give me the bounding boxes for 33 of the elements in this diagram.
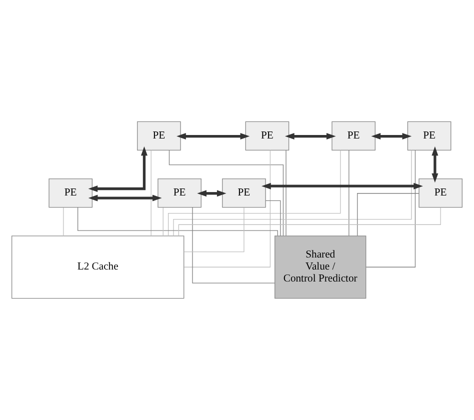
arrow [262, 182, 423, 190]
connector [348, 150, 350, 236]
connector [184, 150, 271, 268]
node-box: Shared Value / Control Predictor [274, 236, 366, 299]
connector [184, 207, 244, 252]
connector [265, 200, 281, 236]
connector [168, 150, 284, 236]
node-box: PE [418, 178, 462, 208]
connector [178, 207, 441, 236]
node-box: PE [222, 178, 266, 208]
node-box: L2 Cache [12, 236, 184, 299]
connector [150, 150, 152, 236]
node-box: PE [332, 121, 376, 151]
connector [173, 150, 412, 236]
connector [366, 150, 416, 268]
node-box: PE [245, 121, 290, 151]
connector [357, 193, 420, 236]
node-box: PE [48, 178, 93, 208]
connector [63, 207, 64, 236]
arrow [432, 146, 438, 183]
node-box: PE [407, 121, 452, 151]
arrow [88, 194, 162, 202]
connector [162, 207, 164, 236]
arrow [197, 190, 226, 197]
arrow [88, 146, 148, 192]
connector [192, 207, 276, 284]
connector [77, 207, 278, 236]
arrow [285, 133, 336, 140]
connector [168, 150, 341, 236]
node-box: PE [137, 121, 181, 151]
node-box: PE [158, 178, 202, 208]
arrow [371, 133, 412, 140]
arrow [176, 133, 250, 140]
